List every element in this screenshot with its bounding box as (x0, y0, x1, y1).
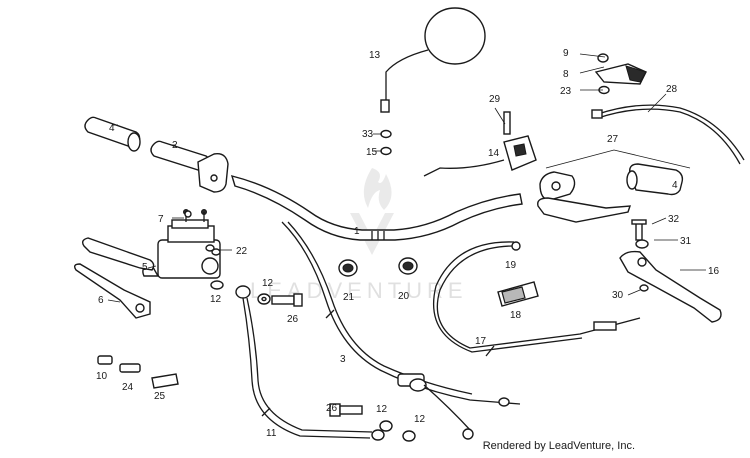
screw-9 (597, 53, 609, 63)
bolt-32 (631, 219, 647, 241)
left-grip (84, 116, 141, 152)
connector-18 (497, 281, 539, 307)
callout-12b: 12 (262, 278, 274, 289)
callout-26b: 26 (326, 403, 338, 414)
washer-12c (379, 420, 393, 432)
callout-25: 25 (154, 391, 166, 402)
nut-30 (639, 284, 649, 292)
render-credit: Rendered by LeadVenture, Inc. (482, 440, 635, 452)
callout-4a: 4 (109, 123, 115, 134)
cap-screws-7 (184, 210, 192, 218)
callout-9: 9 (563, 48, 569, 59)
callout-16: 16 (708, 266, 720, 277)
washer-12b (257, 293, 271, 305)
callout-3: 3 (340, 354, 346, 365)
lever-16 (619, 250, 722, 323)
clamp-8 (594, 63, 647, 85)
callout-17: 17 (475, 336, 487, 347)
callout-12c: 12 (376, 404, 388, 415)
callout-8: 8 (563, 69, 569, 80)
callout-10: 10 (96, 371, 108, 382)
washer-15 (380, 146, 392, 156)
callout-33: 33 (362, 129, 374, 140)
callout-24: 24 (122, 382, 134, 393)
washer-12d (402, 430, 416, 442)
banjo-bolt-26b (329, 403, 363, 417)
callout-30: 30 (612, 290, 624, 301)
brake-hose (235, 285, 385, 441)
nut-33 (380, 129, 392, 139)
screw-10 (97, 355, 113, 365)
callout-18: 18 (510, 310, 522, 321)
callout-28: 28 (666, 84, 678, 95)
throttle-cable (281, 221, 521, 440)
callout-11: 11 (266, 428, 277, 439)
callout-14: 14 (488, 148, 500, 159)
callout-13: 13 (369, 50, 381, 61)
right-grip (626, 163, 684, 196)
callout-1: 1 (354, 226, 360, 237)
bushing-31 (635, 239, 649, 249)
lever-6 (73, 263, 151, 319)
callout-12a: 12 (210, 294, 222, 305)
leader-lines (107, 53, 706, 303)
callout-6: 6 (98, 295, 104, 306)
callout-7: 7 (158, 214, 164, 225)
screws-22 (205, 244, 221, 256)
clip-21 (338, 259, 358, 277)
front-brake-lever (81, 237, 155, 271)
callout-20: 20 (398, 291, 410, 302)
callout-19: 19 (505, 260, 517, 271)
banjo-bolt-26a (271, 293, 303, 307)
callout-15: 15 (366, 147, 378, 158)
callout-32: 32 (668, 214, 680, 225)
callout-21: 21 (343, 292, 355, 303)
handlebar (230, 175, 523, 241)
throttle-grip (150, 140, 229, 193)
callout-12d: 12 (414, 414, 426, 425)
callout-labels: 4 2 13 9 8 23 28 29 33 15 14 27 4 7 22 5… (96, 48, 720, 439)
callout-2: 2 (172, 140, 178, 151)
lever-assembly-27 (537, 171, 631, 223)
washer-12a (210, 280, 224, 290)
clip-20 (398, 257, 418, 275)
callout-31: 31 (680, 236, 692, 247)
switch-14 (423, 111, 537, 177)
cable-28 (591, 104, 745, 165)
callout-5: 5 (142, 262, 148, 273)
callout-4b: 4 (672, 180, 678, 191)
master-cylinder (142, 209, 221, 279)
callout-26a: 26 (287, 314, 299, 325)
callout-23: 23 (560, 86, 572, 97)
callout-22: 22 (236, 246, 248, 257)
fitting-25 (151, 373, 179, 389)
callout-27: 27 (607, 134, 619, 145)
mirror (380, 7, 486, 113)
callout-29: 29 (489, 94, 501, 105)
clutch-cable (432, 241, 641, 357)
adjuster-24 (119, 363, 141, 373)
